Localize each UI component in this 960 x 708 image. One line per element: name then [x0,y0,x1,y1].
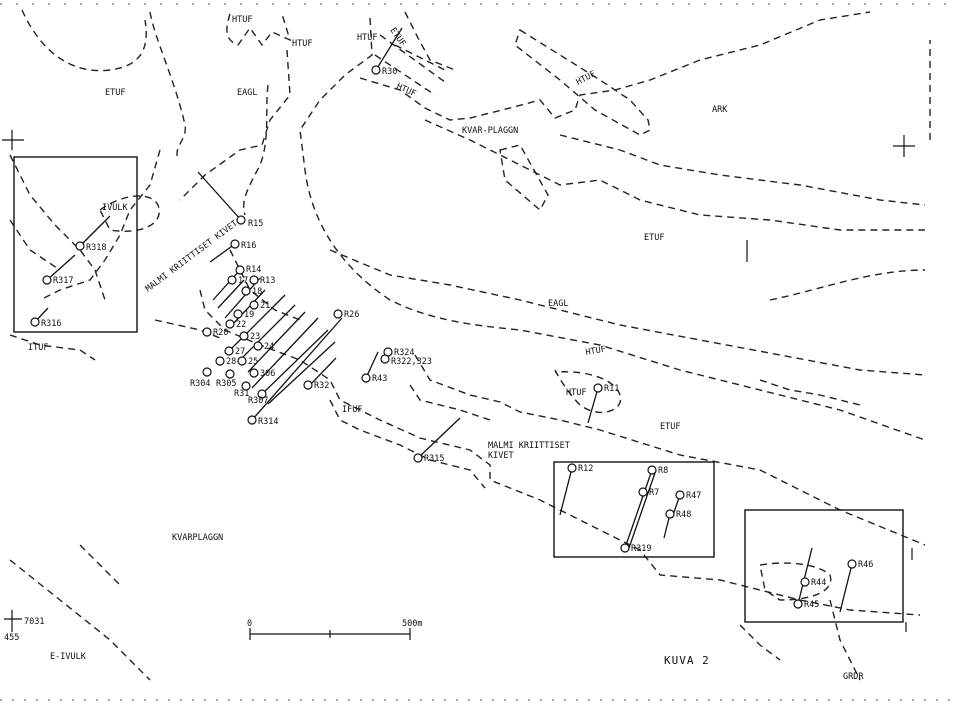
geological-contacts [9,9,931,681]
figure-title: KUVA 2 [664,654,710,667]
drillhole-label: R319 [631,544,651,554]
unit-label-ituf: ITUF [28,343,48,353]
unit-label-kvar-plaggn: KVAR-PLAGGN [462,126,518,136]
drillhole-label: R32 [314,381,329,391]
unit-label-htuf: HTUF [575,69,598,87]
unit-label-ark: ARK [712,105,728,115]
registration-cross-nw [2,130,24,150]
drillhole-label: R318 [86,243,106,253]
unit-label-eagl: EAGL [237,88,257,98]
drillhole-label: R30 [382,67,397,77]
drillhole-labels: R15 R16 R14 17 R13 18 21 19 22 R20 23 24… [41,67,873,610]
drillhole-label: R7 [649,488,659,498]
unit-label-htuf: HTUF [357,33,377,43]
malmi-label-line1: MALMI KRIITTISET [488,441,570,451]
drillhole-label: 25 [248,357,258,367]
drillhole-label: 28 [226,357,236,367]
drillhole-label: 24 [264,342,274,352]
drillhole-label: R11 [604,384,619,394]
unit-label-htuf: HTUF [395,82,418,100]
drillhole-label: 19 [244,310,254,320]
drillhole-label: R44 [811,578,826,588]
unit-label-e-ivulk: E-IVULK [50,652,87,662]
drillhole-label: 27 [235,347,245,357]
drillhole-label: R45 [804,600,819,610]
drillhole-label: R47 [686,491,701,501]
coordinate-northing: 7031 [24,617,44,627]
unit-label-eagl: EAGL [548,299,568,309]
unit-label-etuf: ETUF [660,422,680,432]
drillhole-label: R13 [260,276,275,286]
drillhole-label: 306 [260,369,275,379]
unit-label-etuf: ETUF [388,26,408,49]
drillhole-label: R307 [248,396,268,406]
drillhole-label: 21 [260,301,270,311]
unit-label-ivulk: IVULK [102,203,128,213]
unit-label-grdr: GRDR [843,672,864,682]
drillhole-label: R43 [372,374,387,384]
drillhole-label: R15 [248,219,263,229]
drillhole-label: R48 [676,510,691,520]
unit-label-htuf: HTUF [292,39,312,49]
scale-bar-start: 0 [247,619,252,629]
drillhole-label: R16 [241,241,256,251]
drillhole-label: R316 [41,319,61,329]
scale-bar-end: 500m [402,619,422,629]
unit-labels: ETUF EAGL HTUF HTUF HTUF ETUF HTUF HTUF … [28,15,864,682]
registration-cross-sw [4,610,22,632]
malmi-label-line2: KIVET [488,451,514,461]
drillhole-label: R317 [53,276,73,286]
detail-box-east [744,509,904,623]
drillhole-label: R315 [424,454,444,464]
drillhole-label: 22 [236,320,246,330]
unit-label-etuf: ETUF [644,233,664,243]
registration-cross-ne [893,135,915,157]
drillhole-label: R26 [344,310,359,320]
detail-box-west [13,156,138,333]
detail-box-central [553,461,715,558]
drillhole-label: R12 [578,464,593,474]
drillhole-label: R314 [258,417,278,427]
unit-label-htuf: HTUF [232,15,252,25]
drillhole-label: R305 [216,379,236,389]
scale-bar: 0 500m [247,619,422,640]
unit-label-etuf: ETUF [105,88,125,98]
drillhole-label: R324 [394,348,414,358]
drillhole-label: 17 [238,276,248,286]
unit-label-htuf: HTUF [585,345,607,358]
drillhole-label: R20 [213,328,228,338]
drillhole-label: R322,323 [391,357,432,367]
unit-label-htuf: HTUF [566,388,586,398]
drillhole-label: R14 [246,265,261,275]
drillhole-label: R46 [858,560,873,570]
malmi-road-label: MALMI KRIITTISET KIVET [144,219,240,295]
drillhole-label: R304 [190,379,210,389]
drillhole-collars [30,65,857,609]
unit-label-ifuf: IFUF [342,405,362,415]
drillhole-label: 23 [250,332,260,342]
drillhole-label: R31 [234,389,249,399]
drillhole-label: 18 [252,287,262,297]
drillhole-label: R8 [658,466,668,476]
unit-label-kvarplaggn: KVARPLAGGN [172,533,223,543]
coordinate-easting: 455 [4,633,19,643]
